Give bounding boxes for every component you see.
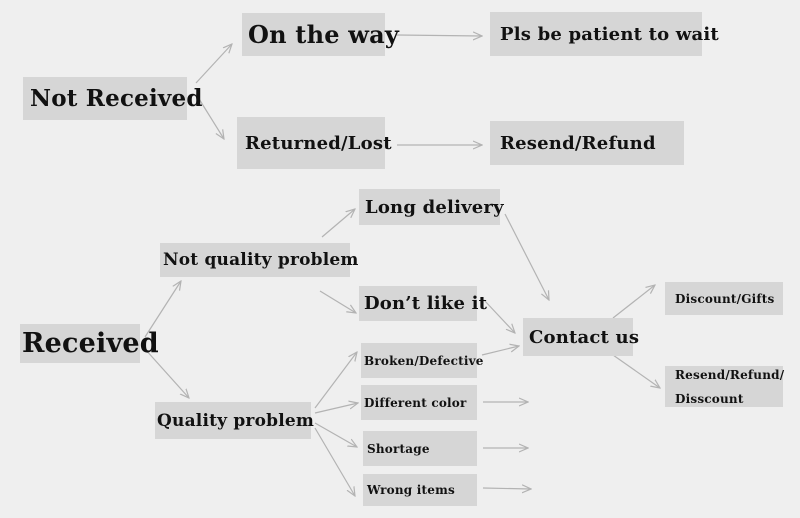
node-resend-refund-discount: Resend/Refund/ Disscount [665,366,785,407]
arrow-contact-to-resend-refund-discount [612,354,660,388]
node-label-line-2: Disscount [675,391,744,406]
node-wrong-items: Wrong items [363,474,477,506]
arrow-long-delivery-to-contact [504,213,549,300]
node-label: Quality problem [157,410,315,431]
arrow-not-quality-to-long-delivery [321,209,355,238]
arrow-received-to-not-quality [144,281,181,338]
node-returned-lost: Returned/Lost [237,117,392,169]
node-label: Not quality problem [163,250,359,270]
arrow-not-quality-to-dont-like [319,290,356,313]
node-label-line-1: Resend/Refund/ [675,367,785,382]
node-received: Received [20,324,159,363]
node-label: Not Received [30,85,203,112]
arrow-quality-to-different-color [314,403,358,414]
node-label: Resend/Refund [500,132,656,154]
node-label: Different color [364,395,467,410]
node-label: Contact us [529,326,640,348]
node-not-received: Not Received [23,77,202,120]
node-label: On the way [248,20,400,49]
node-label: Long delivery [365,196,504,218]
node-not-quality-problem: Not quality problem [160,243,358,277]
arrow-quality-to-shortage [314,422,357,447]
node-label: Wrong items [367,483,455,497]
node-label: Returned/Lost [245,132,392,154]
node-discount-gifts: Discount/Gifts [665,282,783,315]
node-contact-us: Contact us [523,318,639,356]
arrow-broken-to-contact [481,346,519,356]
node-different-color: Different color [361,385,477,420]
node-pls-be-patient: Pls be patient to wait [490,12,719,56]
arrow-contact-to-discount [612,285,655,319]
arrow-on-the-way-to-wait [396,35,482,36]
node-label: Discount/Gifts [675,291,775,306]
arrow-quality-to-wrong-items [314,427,355,496]
node-dont-like-it: Don’t like it [359,286,487,321]
node-label: Shortage [367,441,430,456]
arrow-not-received-to-returned-lost [195,93,224,139]
node-label: Broken/Defective [364,353,484,368]
node-quality-problem: Quality problem [155,402,315,439]
node-label: Pls be patient to wait [500,23,719,45]
node-shortage: Shortage [363,431,477,466]
arrow-wrong-items-out [482,488,531,489]
arrow-received-to-quality [144,348,189,398]
node-broken-defective: Broken/Defective [361,343,483,378]
arrow-quality-to-broken [314,352,357,409]
arrow-dont-like-to-contact [483,299,515,333]
node-long-delivery: Long delivery [359,189,504,225]
node-label: Don’t like it [364,293,488,314]
arrow-not-received-to-on-the-way [195,44,232,84]
node-resend-refund: Resend/Refund [490,121,684,165]
node-on-the-way: On the way [242,13,399,56]
node-label: Received [22,328,159,359]
